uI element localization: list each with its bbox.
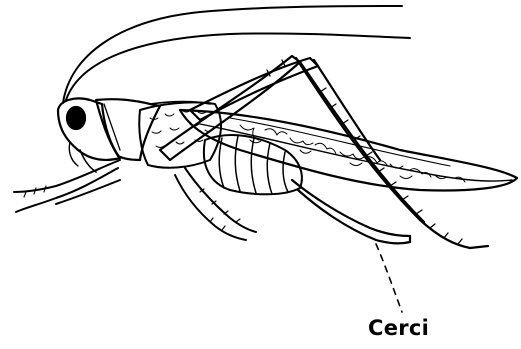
compound-eye <box>67 107 85 129</box>
forewing <box>180 110 517 191</box>
wing-veins <box>240 125 465 182</box>
front-legs <box>14 160 120 212</box>
thorax-texture <box>150 110 212 148</box>
middle-legs <box>175 168 256 240</box>
small-spines <box>24 186 240 230</box>
cerci-label: Cerci <box>368 318 429 339</box>
cerci-leader-line <box>376 244 402 312</box>
head <box>58 98 120 172</box>
abdomen-segments <box>219 136 288 194</box>
